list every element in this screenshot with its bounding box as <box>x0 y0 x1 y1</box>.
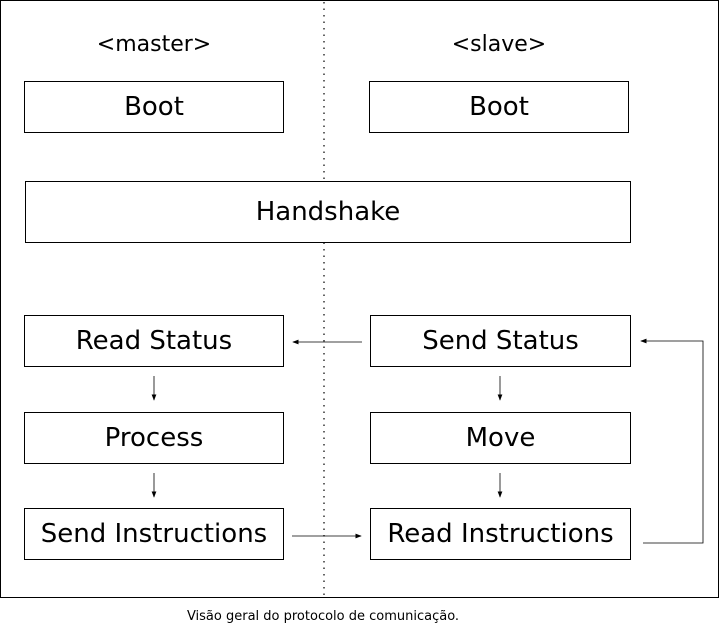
figure-caption: Visão geral do protocolo de comunicação. <box>186 609 460 624</box>
slave-heading: <slave> <box>451 32 547 57</box>
read-status-box: Read Status <box>24 315 284 367</box>
master-boot-box: Boot <box>24 81 284 133</box>
send-status-box: Send Status <box>370 315 631 367</box>
move-box: Move <box>370 412 631 464</box>
handshake-box: Handshake <box>25 181 631 243</box>
arrow-loop-read-instructions-to-send-status <box>640 338 704 544</box>
read-instructions-box: Read Instructions <box>370 508 631 560</box>
slave-boot-box: Boot <box>369 81 629 133</box>
send-instructions-box: Send Instructions <box>24 508 284 560</box>
master-heading: <master> <box>96 32 212 57</box>
process-box: Process <box>24 412 284 464</box>
